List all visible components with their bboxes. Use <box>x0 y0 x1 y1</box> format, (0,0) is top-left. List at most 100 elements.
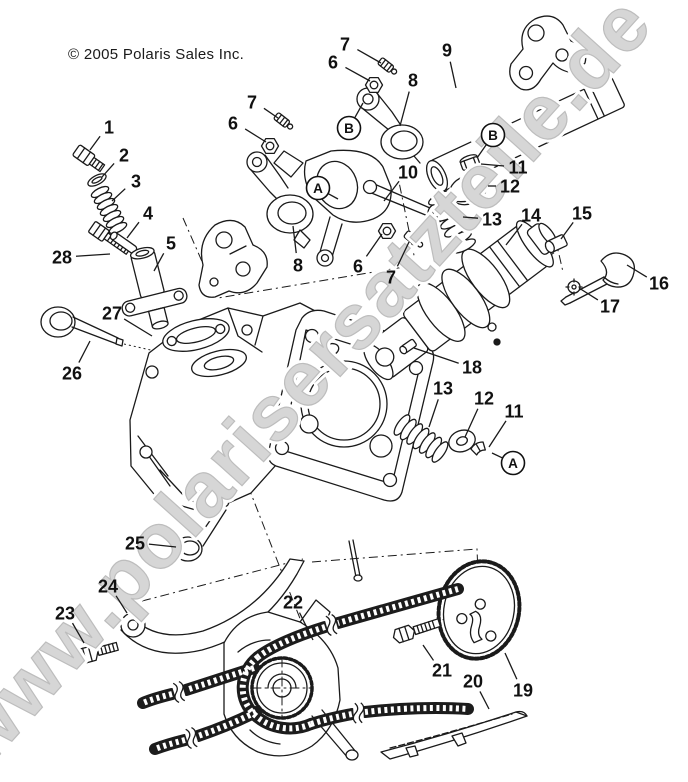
leader-line-3-2 <box>111 188 126 202</box>
callout-28-5: 28 <box>52 248 72 268</box>
spring-retainer-upper <box>448 174 488 206</box>
callout-12-17: 12 <box>474 389 494 409</box>
leader-line-26-7 <box>78 340 91 363</box>
leader-line-13-21 <box>462 216 479 219</box>
adjuster-screw-top <box>377 57 398 75</box>
tensioner-washer <box>87 173 107 187</box>
callout-6-34: 6 <box>353 257 363 277</box>
flanged-nut <box>459 154 481 171</box>
callout-16-24: 16 <box>649 274 669 294</box>
callout-7-30: 7 <box>247 93 257 113</box>
rocker-carrier <box>273 149 392 267</box>
leader-line-21-12 <box>422 644 435 661</box>
cam-chain <box>137 583 474 755</box>
valve-exhaust <box>173 498 230 562</box>
star-washer <box>565 278 583 296</box>
leader-line-28-5 <box>75 253 111 257</box>
callout-27-6: 27 <box>102 304 122 324</box>
callout-25-8: 25 <box>125 534 145 554</box>
ref-leader-A-0 <box>328 193 339 200</box>
callout-12-20: 12 <box>500 177 520 197</box>
leader-line-6-28 <box>345 66 371 82</box>
ref-leader-B-3 <box>476 144 487 159</box>
callout-2-1: 2 <box>119 146 129 166</box>
rocker-arm-right <box>356 87 424 164</box>
leader-line-16-24 <box>626 264 648 278</box>
tensioner-cap-bolt <box>72 144 106 173</box>
adjuster-screw-lower <box>403 230 424 248</box>
callout-8-29: 8 <box>408 71 418 91</box>
leader-line-10-32 <box>383 180 400 202</box>
callout-18-15: 18 <box>462 358 482 378</box>
ref-letter-B-3: B <box>488 128 498 143</box>
leader-line-17-25 <box>578 287 599 301</box>
decompression-pin <box>544 234 568 254</box>
leader-line-6-34 <box>365 233 383 257</box>
callout-20-13: 20 <box>463 672 483 692</box>
leader-line-2-1 <box>101 163 115 178</box>
leader-line-20-13 <box>479 691 490 710</box>
callout-7-35: 7 <box>386 268 396 288</box>
callout-6-28: 6 <box>328 53 338 73</box>
ref-circle-B-3 <box>480 122 506 148</box>
valve-keepers <box>470 441 486 456</box>
ref-letter-B-2: B <box>344 121 354 136</box>
leader-line-7-27 <box>357 49 382 64</box>
ref-circle-A-1 <box>500 450 526 476</box>
copyright-text: © 2005 Polaris Sales Inc. <box>68 46 245 63</box>
callout-23-10: 23 <box>55 604 75 624</box>
callout-13-21: 13 <box>482 210 502 230</box>
leader-line-15-23 <box>560 221 574 240</box>
callout-15-23: 15 <box>572 204 592 224</box>
camshaft-bracket-right <box>509 15 587 91</box>
leader-line-11-18 <box>488 420 507 448</box>
valve-spring-upper <box>428 190 476 254</box>
camshaft-bracket-left <box>198 219 268 298</box>
leader-line-7-30 <box>263 107 279 119</box>
leader-line-12-17 <box>464 408 479 438</box>
callout-3-2: 3 <box>131 172 141 192</box>
leader-line-14-22 <box>505 223 523 246</box>
callout-17-25: 17 <box>600 297 620 317</box>
callout-10-32: 10 <box>398 163 418 183</box>
rocker-arm-left <box>246 151 314 249</box>
tensioner-blade <box>120 558 305 654</box>
spring-retainer-lower <box>448 429 476 453</box>
leader-line-8-29 <box>399 91 410 127</box>
callout-21-12: 21 <box>432 661 452 681</box>
leader-line-13-16 <box>428 399 439 428</box>
leader-line-9-26 <box>449 61 457 89</box>
decompression-shaft <box>560 252 636 306</box>
callout-6-31: 6 <box>228 114 238 134</box>
leader-line-23-10 <box>71 622 85 644</box>
leader-line-8-33 <box>292 225 297 254</box>
locknut-lower <box>377 222 397 240</box>
cam-sprocket <box>436 559 522 661</box>
ref-circle-B-2 <box>336 115 362 141</box>
leader-line-22-11 <box>298 612 314 641</box>
callout-5-4: 5 <box>166 234 176 254</box>
leader-line-1-0 <box>89 135 101 151</box>
leader-line-19-14 <box>504 652 518 680</box>
callout-13-16: 13 <box>433 379 453 399</box>
callout-22-11: 22 <box>283 593 303 613</box>
callout-4-3: 4 <box>143 204 153 224</box>
callout-14-22: 14 <box>521 206 541 226</box>
ref-letter-A-0: A <box>313 181 323 196</box>
callout-26-7: 26 <box>62 364 82 384</box>
leader-line-18-15 <box>413 347 459 364</box>
callout-9-26: 9 <box>442 41 452 61</box>
sprocket-bolt <box>392 618 442 644</box>
leader-line-7-35 <box>396 241 410 267</box>
callout-7-27: 7 <box>340 35 350 55</box>
valve-spring-lower <box>393 414 449 463</box>
valve-intake <box>40 306 124 347</box>
blade-pivot-bolt <box>76 641 119 665</box>
callout-8-33: 8 <box>293 256 303 276</box>
dowel-pin <box>399 338 417 355</box>
leader-line-4-3 <box>126 221 140 239</box>
ref-letter-A-1: A <box>508 456 518 471</box>
callout-24-9: 24 <box>98 577 118 597</box>
